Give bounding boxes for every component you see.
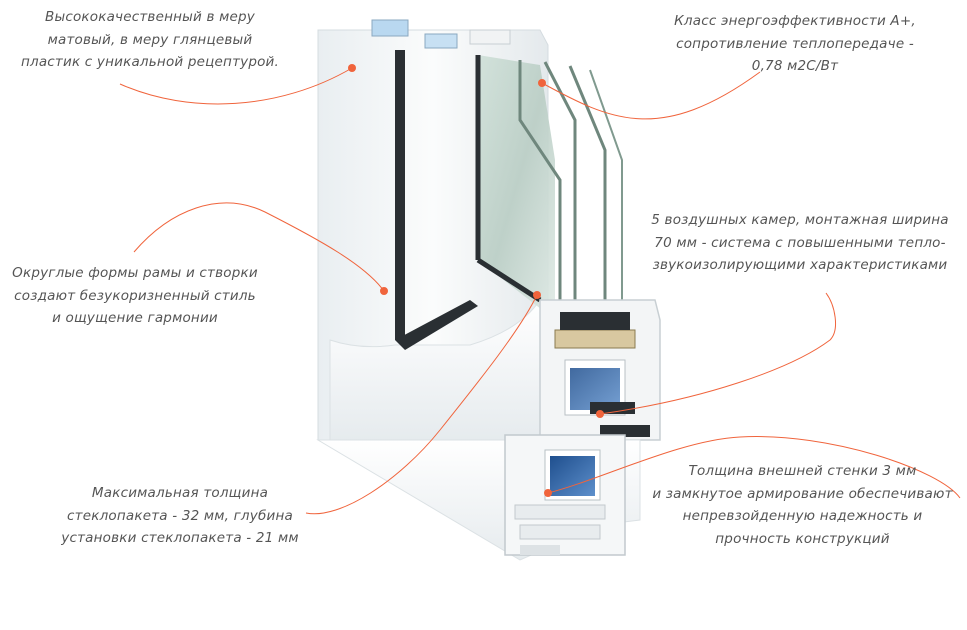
annotation-chambers-line-2: 70 мм - система с повышенными тепло- bbox=[654, 234, 946, 251]
annotation-energy-line-2: сопротивление теплопередаче - bbox=[676, 35, 914, 52]
annotation-chambers-line-1: 5 воздушных камер, монтажная ширина bbox=[651, 212, 949, 228]
annotation-energy-line-1: Класс энергоэффективности А+, bbox=[674, 13, 916, 29]
spacer-bar bbox=[554, 329, 636, 349]
leader-shapes bbox=[133, 202, 385, 292]
leader-wall bbox=[547, 436, 961, 499]
leader-lines bbox=[119, 67, 961, 515]
dot-shapes bbox=[380, 287, 388, 295]
dot-chambers bbox=[596, 410, 604, 418]
dot-energy bbox=[538, 79, 546, 87]
annotation-wall-line-3: непревзойденную надежность и bbox=[682, 508, 923, 524]
callout-dots bbox=[348, 64, 604, 497]
frame-seal bbox=[395, 50, 405, 340]
frame-cross-section bbox=[316, 434, 641, 561]
leader-energy bbox=[541, 71, 761, 120]
annotation-glazing-line-2: стеклопакета - 32 мм, глубина bbox=[67, 507, 293, 524]
top-blue-chamber bbox=[371, 19, 409, 37]
annotation-energy: Класс энергоэффективности А+, сопротивле… bbox=[635, 10, 955, 78]
annotation-chambers: 5 воздушных камер, монтажная ширина 70 м… bbox=[635, 209, 965, 277]
frame-reinforcement bbox=[550, 456, 595, 496]
annotation-shapes-line-1: Округлые формы рамы и створки bbox=[12, 265, 258, 281]
annotation-plastic: Высококачественный в меру матовый, в мер… bbox=[0, 6, 300, 74]
dot-wall bbox=[544, 489, 552, 497]
annotation-shapes: Округлые формы рамы и створки создают бе… bbox=[0, 262, 270, 330]
annotation-plastic-line-2: матовый, в меру глянцевый bbox=[47, 31, 253, 48]
sash-reinforcement bbox=[570, 368, 620, 410]
sash-cross-section bbox=[539, 299, 661, 441]
annotation-wall-line-1: Толщина внешней стенки 3 мм bbox=[688, 463, 917, 479]
annotation-plastic-line-1: Высококачественный в меру bbox=[45, 9, 255, 25]
annotation-glazing: Максимальная толщина стеклопакета - 32 м… bbox=[35, 482, 325, 550]
annotation-wall: Толщина внешней стенки 3 мм и замкнутое … bbox=[640, 460, 965, 550]
glass-unit bbox=[475, 55, 623, 325]
annotation-shapes-line-3: и ощущение гармонии bbox=[52, 310, 218, 326]
leader-chambers bbox=[599, 292, 837, 415]
annotation-wall-line-2: и замкнутое армирование обеспечивают bbox=[652, 485, 953, 502]
annotation-plastic-line-3: пластик с уникальной рецептурой. bbox=[20, 54, 280, 70]
annotation-glazing-line-1: Максимальная толщина bbox=[91, 485, 269, 501]
dot-plastic bbox=[348, 64, 356, 72]
dot-glazing bbox=[533, 291, 541, 299]
annotation-glazing-line-3: установки стеклопакета - 21 мм bbox=[61, 530, 299, 546]
annotation-wall-line-4: прочность конструкций bbox=[715, 530, 890, 547]
annotation-energy-line-3: 0,78 м2С/Вт bbox=[751, 58, 839, 74]
annotation-chambers-line-3: звукоизолирующими характеристиками bbox=[652, 257, 948, 273]
leader-glazing bbox=[305, 294, 538, 515]
leader-plastic bbox=[119, 67, 353, 105]
annotation-shapes-line-2: создают безукоризненный стиль bbox=[14, 287, 256, 304]
